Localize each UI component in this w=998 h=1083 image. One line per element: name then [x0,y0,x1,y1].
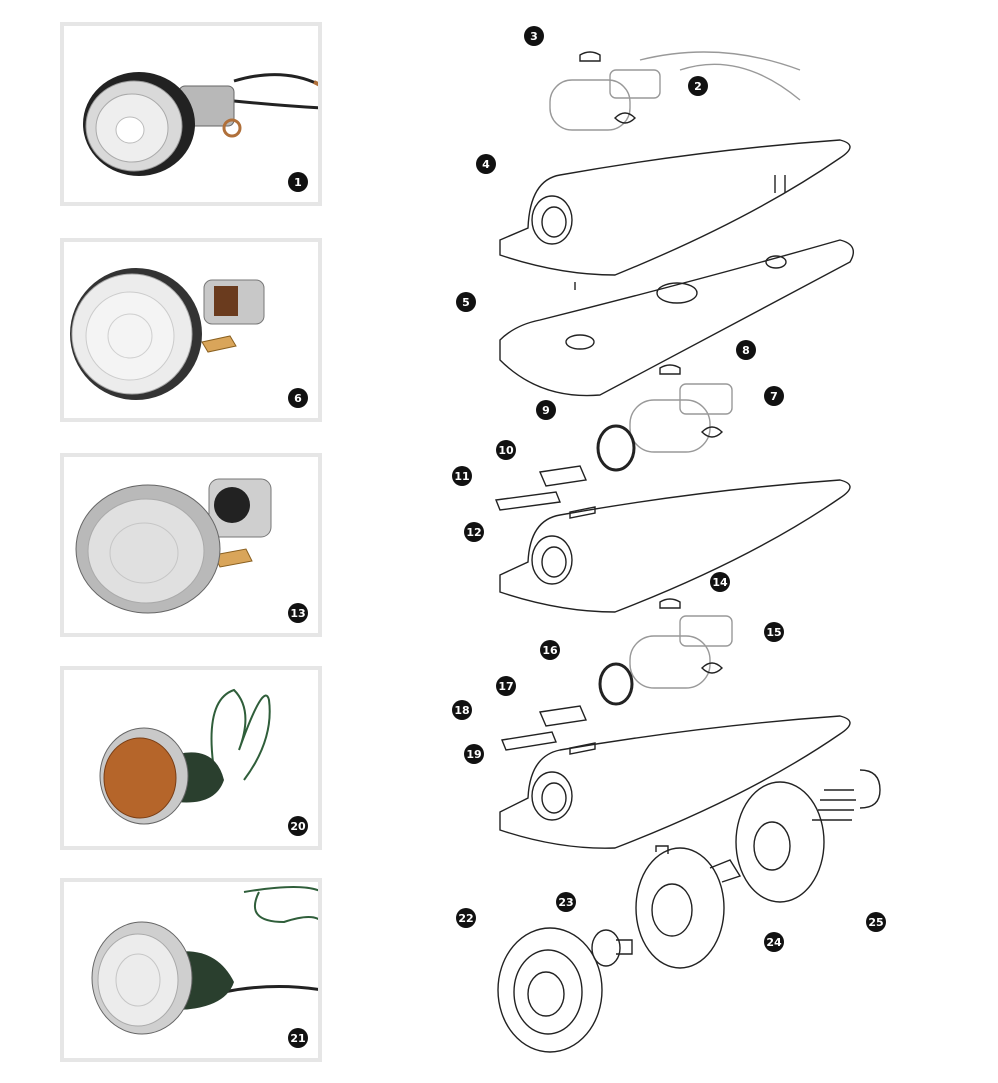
sidelamp-photo-21 [91,886,318,1035]
lamp-body-faded-top [549,51,801,131]
photo-panel-21: 21 [60,878,322,1062]
sidelamp-photo-1 [83,72,318,176]
photo-number-13: 13 [288,603,308,623]
exploded-parts-diagram [495,51,881,1053]
photo-panel-1: 1 [60,22,322,206]
photo-panel-6: 6 [60,238,322,422]
photo-number-20: 20 [288,816,308,836]
photo-panel-20: 20 [60,666,322,850]
photo-number-21: 21 [288,1028,308,1048]
sidelamp-photo-6 [70,268,265,400]
sidelamp-photo-20 [99,688,271,825]
photo-number-1: 1 [288,172,308,192]
photo-number-6: 6 [288,388,308,408]
photo-panel-13: 13 [60,453,322,637]
sidelamp-photo-13 [75,478,272,614]
